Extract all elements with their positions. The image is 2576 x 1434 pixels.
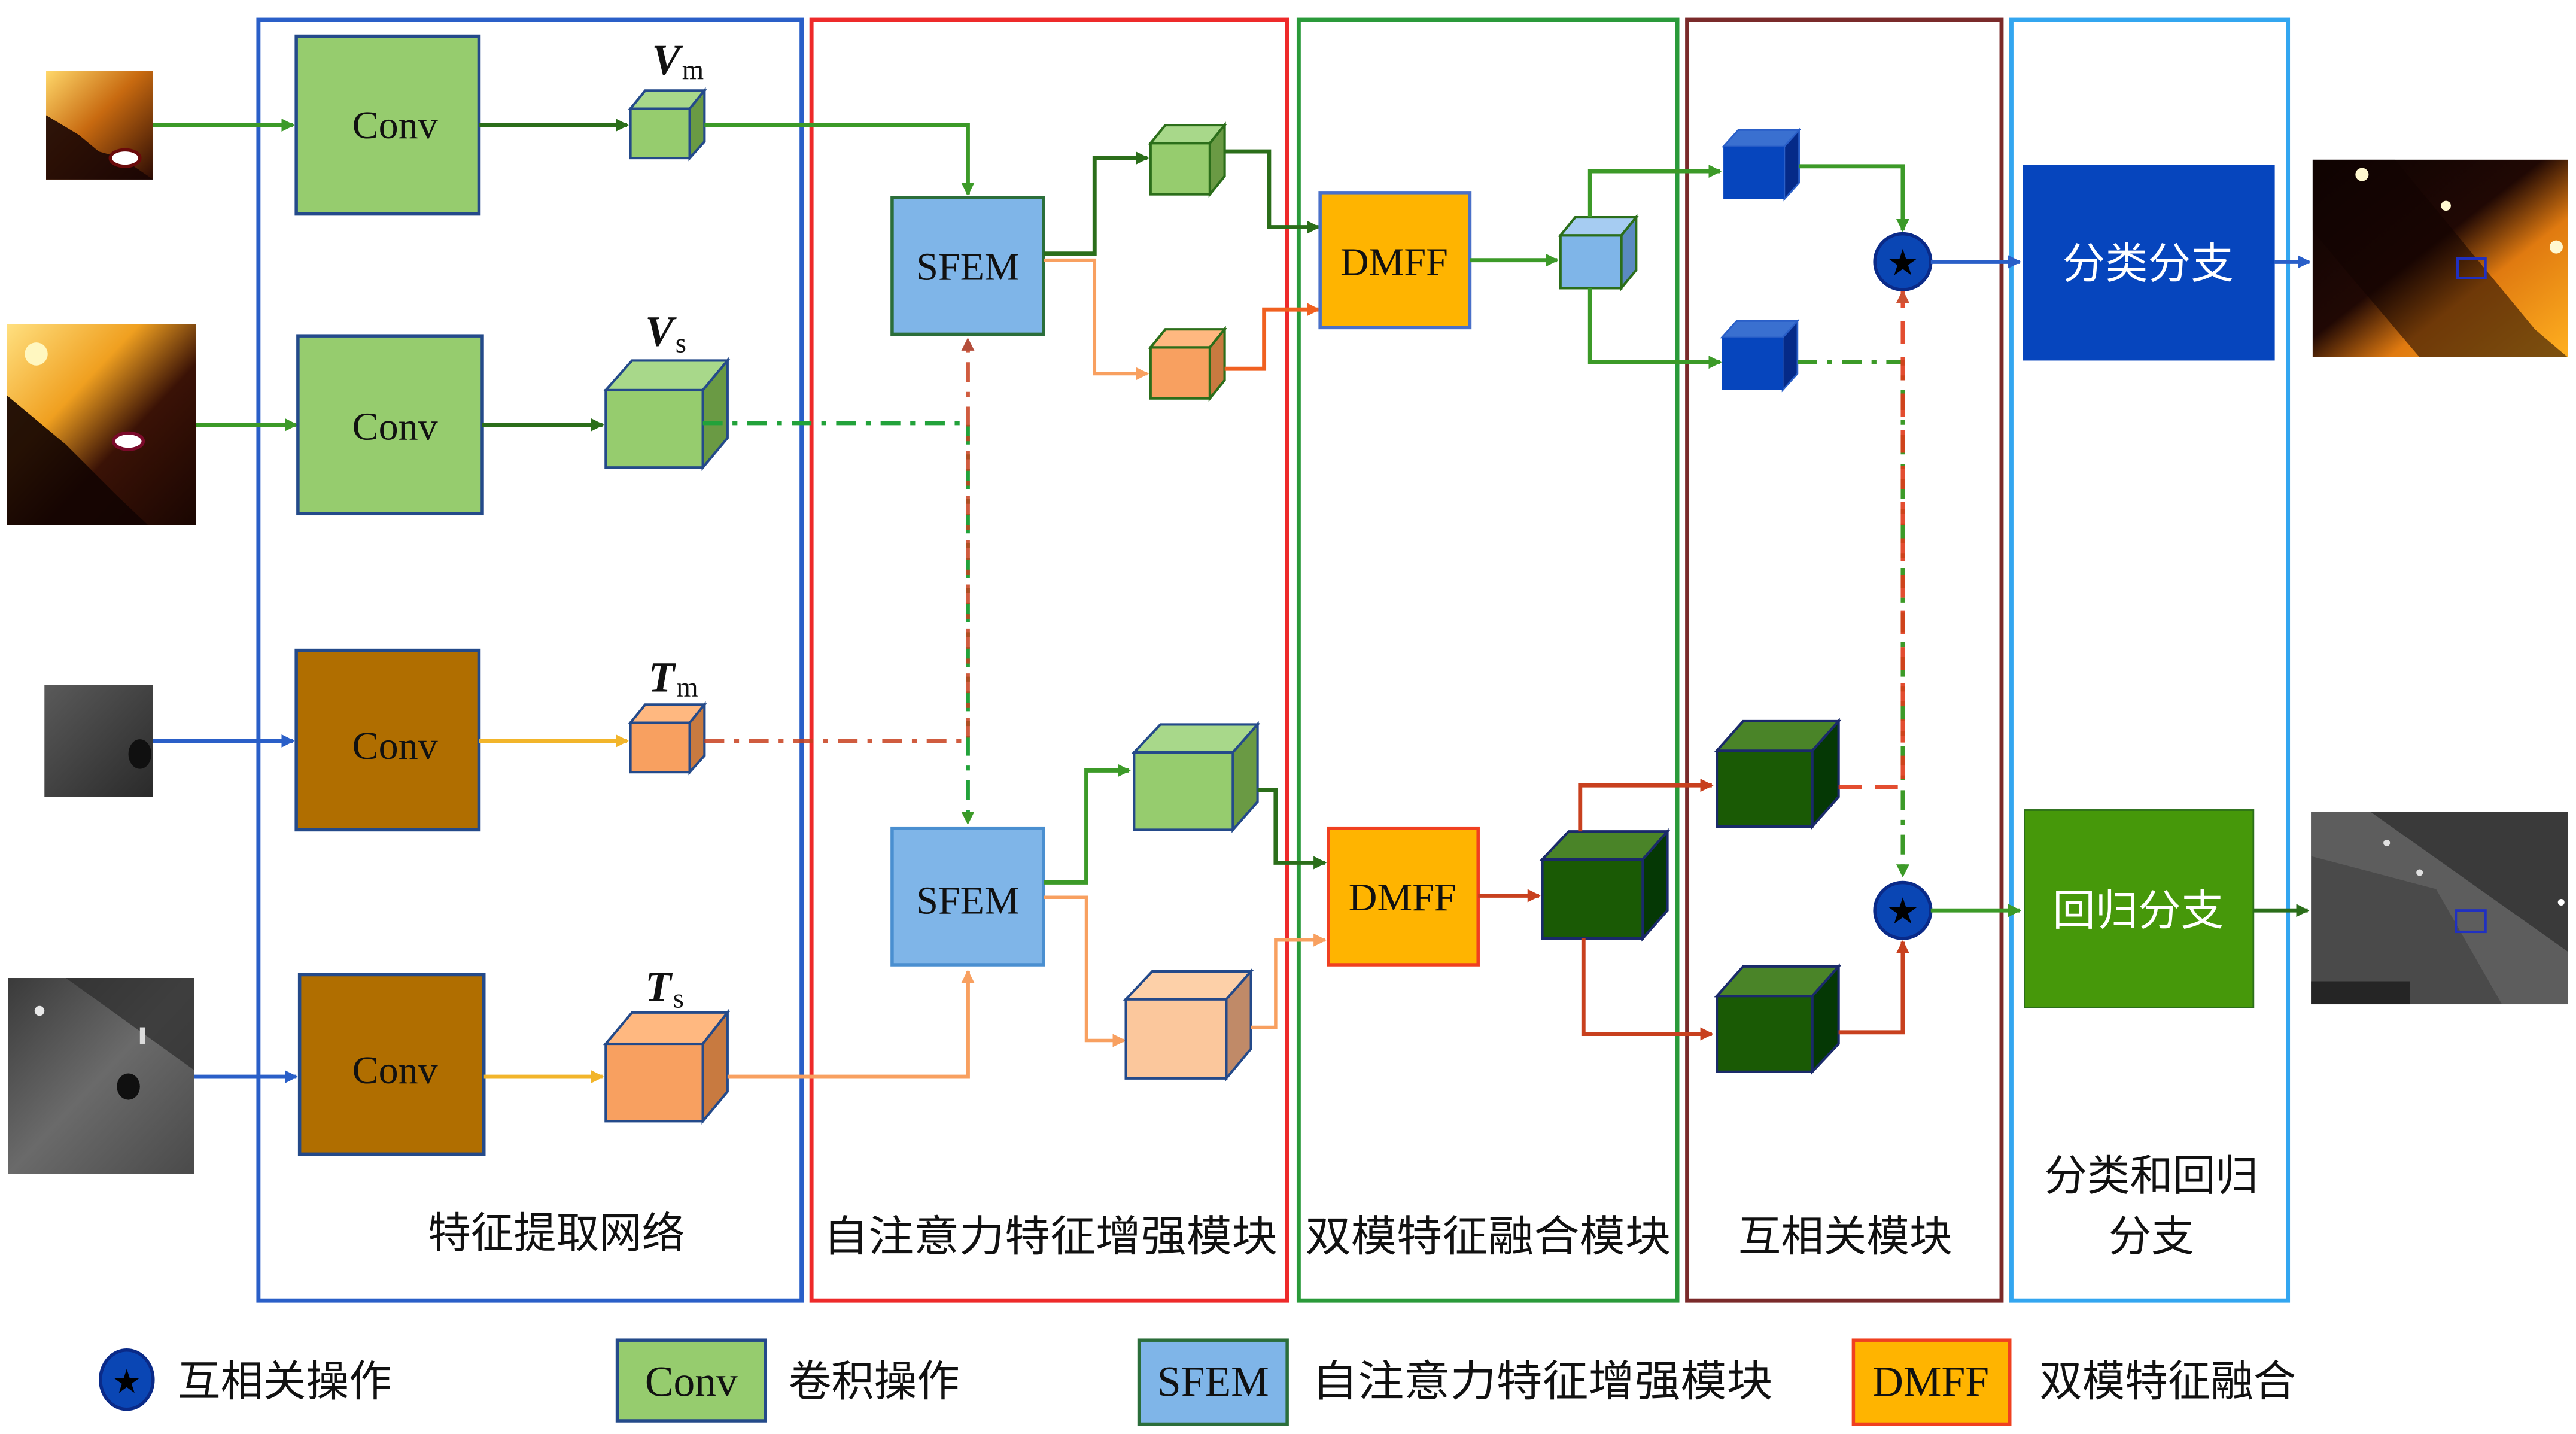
enhanced-cube-vis-search: [1131, 721, 1261, 833]
feature-cube-vs: [603, 357, 731, 471]
star-icon: ★: [112, 1362, 141, 1400]
sfem-block-top: SFEM: [890, 196, 1045, 336]
arrow-vm-to-sfem-top: [704, 123, 975, 196]
conv-block-thermal-search: Conv: [297, 973, 486, 1156]
output-module-frame: [2009, 17, 2291, 1303]
fused-cube-search: [1539, 828, 1671, 942]
svg-text:DMFF: DMFF: [1349, 876, 1456, 919]
module-label-sfem: 自注意力特征增强模块: [823, 1212, 1277, 1262]
svg-text:Conv: Conv: [352, 405, 438, 448]
conv-block-visible-template: Conv: [294, 34, 481, 216]
svg-text:自注意力特征增强模块: 自注意力特征增强模块: [1312, 1357, 1772, 1406]
dashed-link-tm-to-sfem-top: [704, 337, 975, 743]
feature-cube-vm: [628, 87, 707, 162]
dmff-block-bottom: DMFF: [1327, 826, 1480, 967]
detection-box: [2455, 909, 2487, 934]
corr-cube-template-cls: [1721, 127, 1801, 202]
output-image-visible-result: [2312, 159, 2568, 357]
svg-text:DMFF: DMFF: [1340, 240, 1448, 284]
sfem-block-bottom: SFEM: [890, 826, 1045, 967]
output-image-thermal-result: [2311, 812, 2568, 1005]
sfem-module-frame: [809, 17, 1289, 1303]
corr-cube-template-reg: [1720, 318, 1799, 393]
detection-box: [2456, 257, 2487, 279]
corr-cube-search-cls: [1714, 718, 1842, 830]
arrow-green-cube-to-dmff-bottom: [1257, 788, 1327, 870]
arrow-fused-search-to-cube-a: [1578, 779, 1714, 832]
regression-branch: 回归分支: [2024, 809, 2255, 1008]
corr-cube-search-reg: [1714, 963, 1842, 1076]
input-image-thermal-search: [8, 978, 194, 1174]
svg-text:Conv: Conv: [645, 1359, 738, 1406]
arrow-sfem-bottom-to-orange-cube: [1044, 895, 1126, 1047]
svg-text:Conv: Conv: [352, 1049, 438, 1092]
dmff-module-frame: [1296, 17, 1680, 1303]
svg-text:Conv: Conv: [352, 104, 438, 147]
svg-text:Conv: Conv: [352, 724, 438, 768]
arrow-orange-cube-to-dmff-bottom: [1251, 933, 1327, 1029]
feature-extraction-module-frame: [256, 17, 804, 1303]
correlation-op-cls: ★: [1873, 232, 1933, 291]
module-label-dmff: 双模特征融合模块: [1305, 1212, 1671, 1262]
svg-text:卷积操作: 卷积操作: [789, 1357, 960, 1406]
arrow-green-cube-to-dmff-top: [1224, 149, 1321, 234]
arrow-ts-to-sfem-bottom: [727, 970, 975, 1079]
svg-text:DMFF: DMFF: [1872, 1359, 1989, 1406]
conv-block-visible-search: Conv: [296, 334, 484, 516]
module-label-feature-extraction: 特征提取网络: [428, 1208, 685, 1258]
arrow-sfem-top-to-orange-cube: [1044, 258, 1149, 381]
module-label-output-line2: 分支: [2109, 1212, 2194, 1262]
legend-item-correlation: ★ 互相关操作: [99, 1348, 392, 1411]
conv-block-thermal-template: Conv: [294, 648, 481, 832]
input-image-visible-search: [7, 324, 196, 525]
classification-branch: 分类分支: [2023, 165, 2275, 361]
legend-item-dmff: DMFF 双模特征融合: [1851, 1338, 2296, 1426]
legend-item-sfem: SFEM 自注意力特征增强模块: [1137, 1338, 1773, 1426]
svg-text:双模特征融合: 双模特征融合: [2039, 1357, 2296, 1406]
correlation-module-frame: [1685, 17, 2004, 1303]
arrow-sfem-bottom-to-green-cube: [1044, 764, 1131, 885]
svg-text:互相关操作: 互相关操作: [178, 1357, 392, 1406]
star-icon: ★: [1887, 242, 1919, 284]
input-image-visible-template: [46, 71, 153, 180]
module-label-output-line1: 分类和回归: [2045, 1151, 2259, 1201]
arrow-search-reg-to-corr-op: [1838, 940, 1909, 1035]
arrow-sfem-top-to-green-cube: [1044, 151, 1149, 256]
legend: ★ 互相关操作 Conv 卷积操作 SFEM 自注意力特征增强模块 DMFF 双…: [99, 1338, 2296, 1426]
arrow-template-cls-to-corr-op: [1799, 164, 1909, 232]
arrow-fused-search-to-cube-b: [1581, 938, 1714, 1041]
arrow-orange-cube-to-dmff-top: [1224, 303, 1321, 371]
module-label-correlation: 互相关模块: [1738, 1212, 1952, 1262]
correlation-op-reg: ★: [1873, 880, 1933, 940]
dmff-block-top: DMFF: [1318, 191, 1472, 330]
dashed-search-cls-to-corr-op: [1838, 290, 1909, 789]
svg-text:SFEM: SFEM: [1157, 1359, 1269, 1406]
svg-text:回归分支: 回归分支: [2052, 886, 2224, 935]
enhanced-cube-vis-template: [1148, 121, 1227, 198]
enhanced-cube-th-search: [1123, 968, 1254, 1082]
correlation-op-icon: [99, 1348, 155, 1411]
svg-text:SFEM: SFEM: [916, 245, 1019, 289]
arrow-fused-template-to-cube-a: [1587, 165, 1722, 218]
dashed-link-vs-to-sfem-bottom: [702, 421, 975, 825]
enhanced-cube-th-template: [1148, 326, 1227, 402]
star-icon: ★: [1887, 891, 1919, 932]
fused-cube-template: [1558, 214, 1639, 292]
svg-text:分类分支: 分类分支: [2063, 239, 2234, 288]
input-image-thermal-template: [44, 685, 153, 797]
feature-cube-tm: [628, 701, 707, 776]
legend-item-conv: Conv 卷积操作: [615, 1338, 960, 1423]
feature-cube-ts: [603, 1008, 731, 1125]
svg-text:SFEM: SFEM: [916, 879, 1019, 923]
arrow-fused-template-to-cube-b: [1587, 288, 1722, 369]
